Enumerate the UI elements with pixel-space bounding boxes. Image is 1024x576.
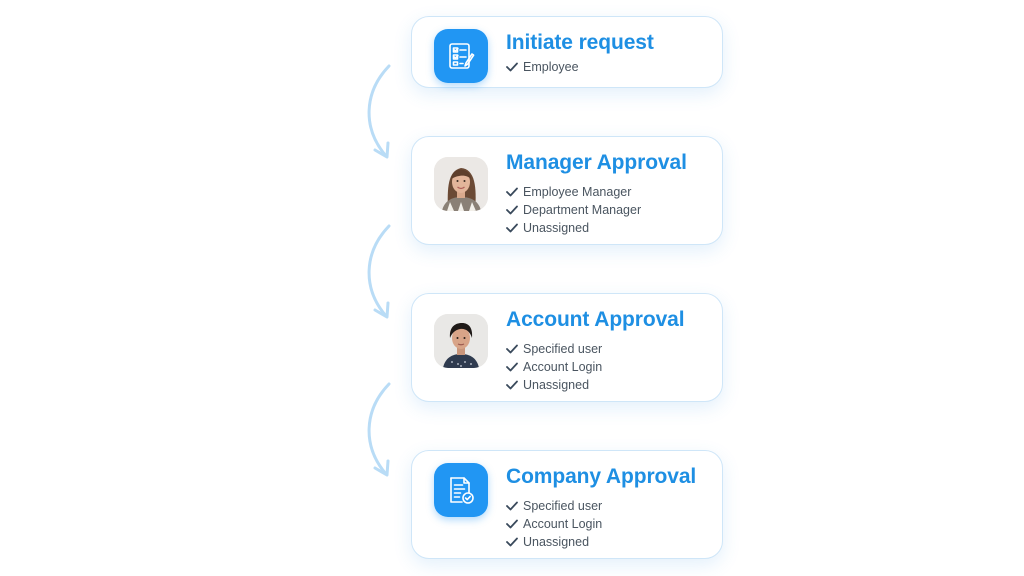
step-title: Initiate request: [506, 31, 654, 54]
check-icon: [506, 501, 518, 511]
check-icon: [506, 380, 518, 390]
step-title: Account Approval: [506, 308, 685, 331]
check-item-label: Department Manager: [523, 203, 642, 217]
check-icon: [506, 519, 518, 529]
account-avatar: [434, 314, 488, 368]
step-card-manager-approval[interactable]: Manager Approval Employee Manager Depart…: [411, 136, 723, 245]
manager-avatar: [434, 157, 488, 211]
check-item-label: Specified user: [523, 342, 603, 356]
check-icon: [506, 187, 518, 197]
check-item-label: Account Login: [523, 517, 603, 531]
step-card-initiate-request[interactable]: Initiate request Employee: [411, 16, 723, 88]
check-item: Account Login: [506, 515, 602, 533]
check-item-label: Employee: [523, 60, 579, 74]
check-item: Employee: [506, 58, 579, 76]
check-item-label: Account Login: [523, 360, 603, 374]
step-title: Company Approval: [506, 465, 697, 488]
step-card-account-approval[interactable]: Account Approval Specified user Account …: [411, 293, 723, 402]
approved-document-icon: [434, 463, 488, 517]
check-item-label: Unassigned: [523, 221, 590, 235]
check-icon: [506, 537, 518, 547]
check-icon: [506, 205, 518, 215]
step-title: Manager Approval: [506, 151, 687, 174]
checklist-icon: [434, 29, 488, 83]
check-icon: [506, 362, 518, 372]
step-checklist: Employee: [506, 58, 579, 76]
step-card-company-approval[interactable]: Company Approval Specified user Account …: [411, 450, 723, 559]
step-checklist: Specified user Account Login Unassigned: [506, 340, 602, 394]
check-item-label: Unassigned: [523, 378, 590, 392]
check-icon: [506, 223, 518, 233]
check-item: Specified user: [506, 497, 602, 515]
arrow-step-3-to-4: [367, 382, 391, 477]
check-item: Unassigned: [506, 533, 602, 551]
arrow-step-2-to-3: [367, 224, 391, 319]
check-item: Employee Manager: [506, 183, 641, 201]
check-item-label: Unassigned: [523, 535, 590, 549]
check-item: Unassigned: [506, 376, 602, 394]
check-item: Department Manager: [506, 201, 641, 219]
check-item: Specified user: [506, 340, 602, 358]
arrow-step-1-to-2: [367, 64, 391, 159]
check-item-label: Specified user: [523, 499, 603, 513]
check-item: Account Login: [506, 358, 602, 376]
check-item-label: Employee Manager: [523, 185, 632, 199]
check-icon: [506, 62, 518, 72]
check-item: Unassigned: [506, 219, 641, 237]
step-checklist: Specified user Account Login Unassigned: [506, 497, 602, 551]
step-checklist: Employee Manager Department Manager Unas…: [506, 183, 641, 237]
check-icon: [506, 344, 518, 354]
